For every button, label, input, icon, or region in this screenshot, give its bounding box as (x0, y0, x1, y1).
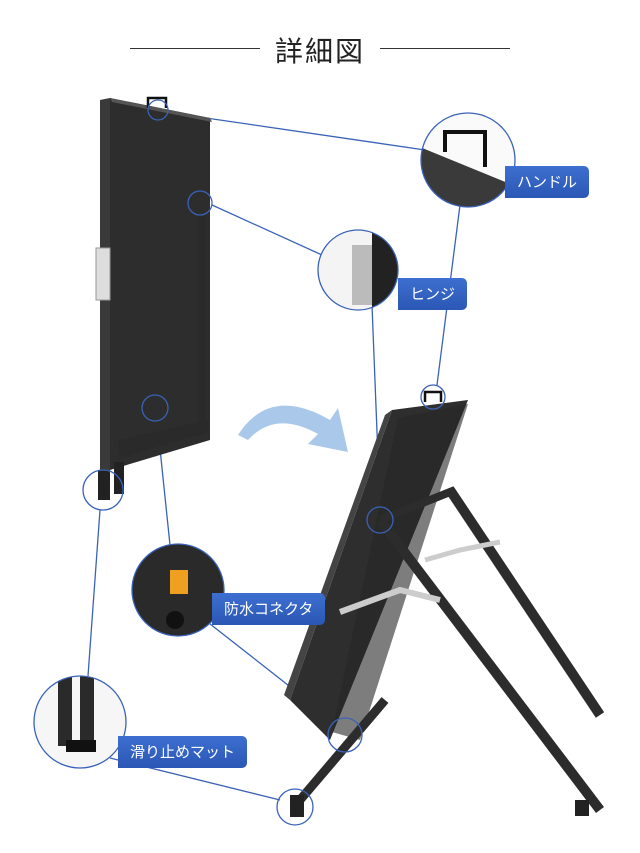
highlight-circles (82, 99, 446, 826)
title-rule-left (130, 48, 260, 49)
callout-label-hinge: ヒンジ (398, 278, 468, 310)
folded-sign (95, 96, 212, 500)
page-title: 詳細図 (0, 30, 640, 70)
zoom-handle (420, 112, 516, 208)
callout-label-mat: 滑り止めマット (118, 736, 248, 768)
zoom-mat (33, 675, 127, 769)
rotate-arrow-icon (238, 405, 348, 452)
zoom-connector (131, 543, 225, 637)
callout-label-handle: ハンドル (505, 166, 590, 198)
zoom-hinge (317, 229, 399, 311)
title-rule-right (380, 48, 510, 49)
opened-sign (284, 390, 605, 817)
callout-label-connector: 防水コネクタ (212, 593, 326, 625)
